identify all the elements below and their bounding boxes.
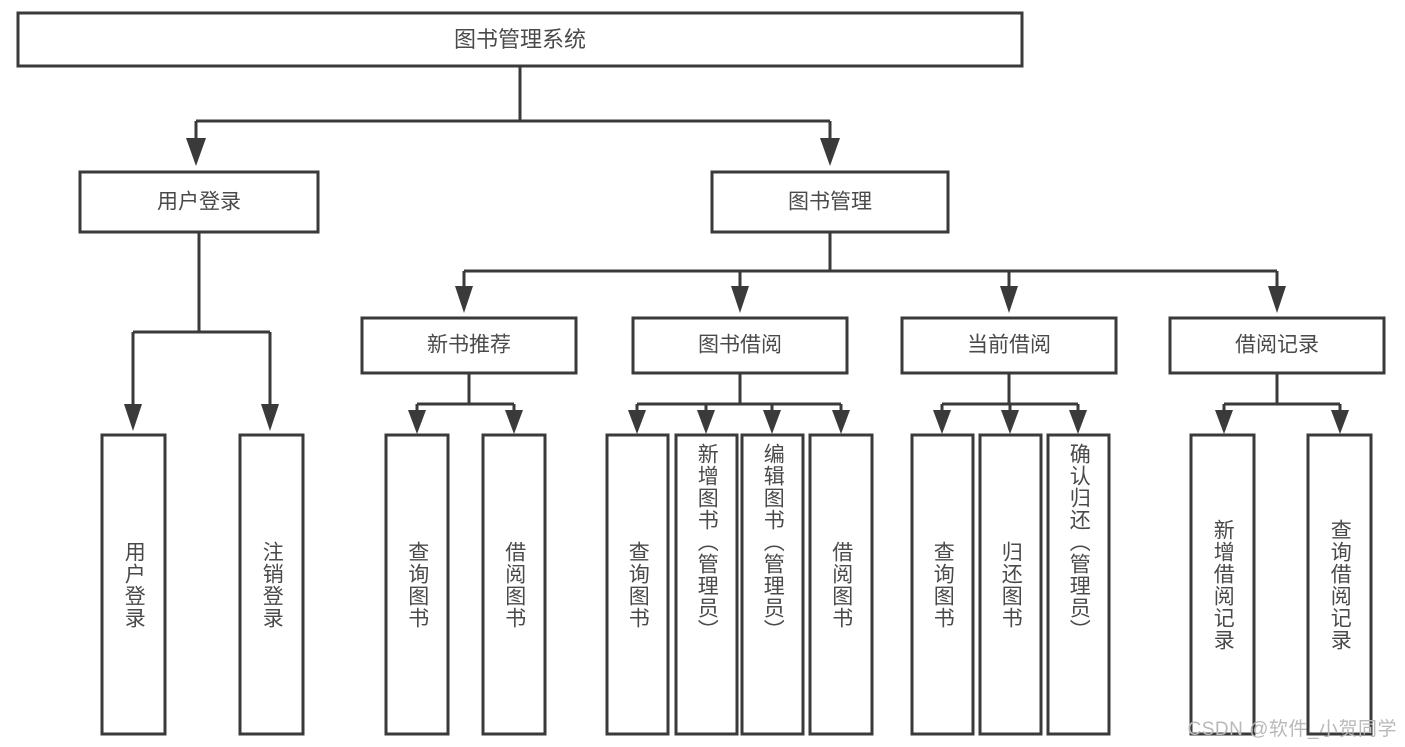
node-borrow-record[interactable]: 借阅记录 (1168, 316, 1386, 375)
node-current-borrow-box[interactable] (900, 316, 1118, 375)
arrowhead-leaf-query-book-2 (628, 410, 646, 434)
leaf-box-logout[interactable] (238, 433, 305, 736)
arrowhead-leaf-query-record (1331, 410, 1349, 434)
arrowhead-current-borrow (1000, 286, 1018, 313)
node-book-management-box[interactable] (710, 170, 950, 234)
leaf-box-add-book[interactable] (674, 433, 739, 736)
node-current-borrow[interactable]: 当前借阅 (900, 316, 1118, 375)
connector-group-root (186, 66, 840, 166)
leaf-box-query-book-2[interactable] (605, 433, 670, 736)
node-root-label: 图书管理系统 (454, 27, 586, 52)
connector-group-new-book-leaves (408, 373, 523, 434)
leaf-box-return-book[interactable] (978, 433, 1043, 736)
leaf-box-query-book-3[interactable] (910, 433, 975, 736)
leaf-box-borrow-book-1[interactable] (481, 433, 547, 736)
node-user-login-label: 用户登录 (157, 191, 241, 214)
leaf-box-user-login[interactable] (100, 433, 167, 736)
leaf-box-query-book-1[interactable] (384, 433, 450, 736)
node-new-book-recommend[interactable]: 新书推荐 (360, 316, 578, 375)
arrowhead-leaf-add-record (1215, 410, 1233, 434)
arrowhead-leaf-confirm-return (1069, 410, 1087, 434)
leaf-box-add-record[interactable] (1189, 433, 1256, 736)
leaf-box-borrow-book-2[interactable] (808, 433, 874, 736)
connector-group-user-login-leaves (124, 232, 279, 431)
connector-group-book-mgmt (455, 232, 1286, 313)
arrowhead-leaf-query-book-3 (933, 410, 951, 434)
node-root[interactable]: 图书管理系统 (16, 11, 1024, 68)
connector-group-borrow-record-leaves (1215, 373, 1349, 434)
arrowhead-user-login (186, 138, 206, 166)
arrowhead-leaf-user-login (124, 404, 142, 431)
arrowhead-leaf-query-book-1 (408, 410, 426, 434)
node-new-book-recommend-label: 新书推荐 (427, 334, 511, 357)
leaf-box-edit-book[interactable] (740, 433, 805, 736)
leaf-box-query-record[interactable] (1306, 433, 1373, 736)
node-new-book-recommend-box[interactable] (360, 316, 578, 375)
connector-group-book-borrow-leaves (628, 373, 850, 434)
arrowhead-leaf-logout (261, 404, 279, 431)
arrowhead-book-mgmt (820, 138, 840, 166)
node-borrow-record-box[interactable] (1168, 316, 1386, 375)
node-user-login[interactable]: 用户登录 (78, 170, 320, 234)
leaf-box-confirm-return[interactable] (1046, 433, 1111, 736)
node-book-borrow[interactable]: 图书借阅 (631, 316, 849, 375)
node-root-box[interactable] (16, 11, 1024, 68)
arrowhead-new-book-rec (455, 286, 473, 313)
node-current-borrow-label: 当前借阅 (967, 334, 1051, 357)
node-book-borrow-label: 图书借阅 (698, 334, 782, 357)
node-borrow-record-label: 借阅记录 (1235, 334, 1319, 357)
arrowhead-book-borrow (731, 286, 749, 313)
arrowhead-leaf-add-book (697, 410, 715, 434)
arrowhead-leaf-return-book (1001, 410, 1019, 434)
arrowhead-leaf-edit-book (763, 410, 781, 434)
connector-group-current-borrow-leaves (933, 373, 1087, 434)
arrowhead-leaf-borrow-book-2 (832, 410, 850, 434)
arrowhead-leaf-borrow-book-1 (505, 410, 523, 434)
node-book-management[interactable]: 图书管理 (710, 170, 950, 234)
node-book-borrow-box[interactable] (631, 316, 849, 375)
arrowhead-borrow-record (1268, 286, 1286, 313)
node-book-management-label: 图书管理 (788, 191, 872, 214)
csdn-watermark: CSDN @软件_小贺同学 (1187, 719, 1397, 740)
